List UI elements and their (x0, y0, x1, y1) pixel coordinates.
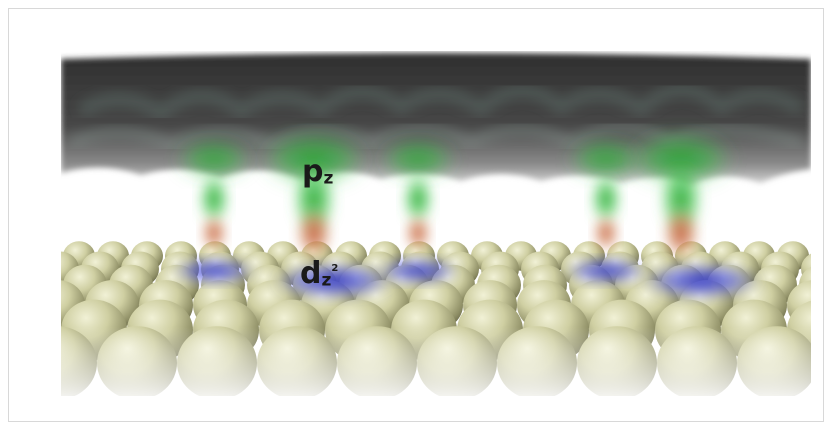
scene-illustration (61, 51, 811, 396)
dz2-orbital-label: dz2 (300, 256, 339, 291)
figure-frame: pz dz2 (8, 8, 824, 422)
pz-orbital-label: pz (302, 154, 334, 189)
orbital-scene (61, 51, 811, 396)
